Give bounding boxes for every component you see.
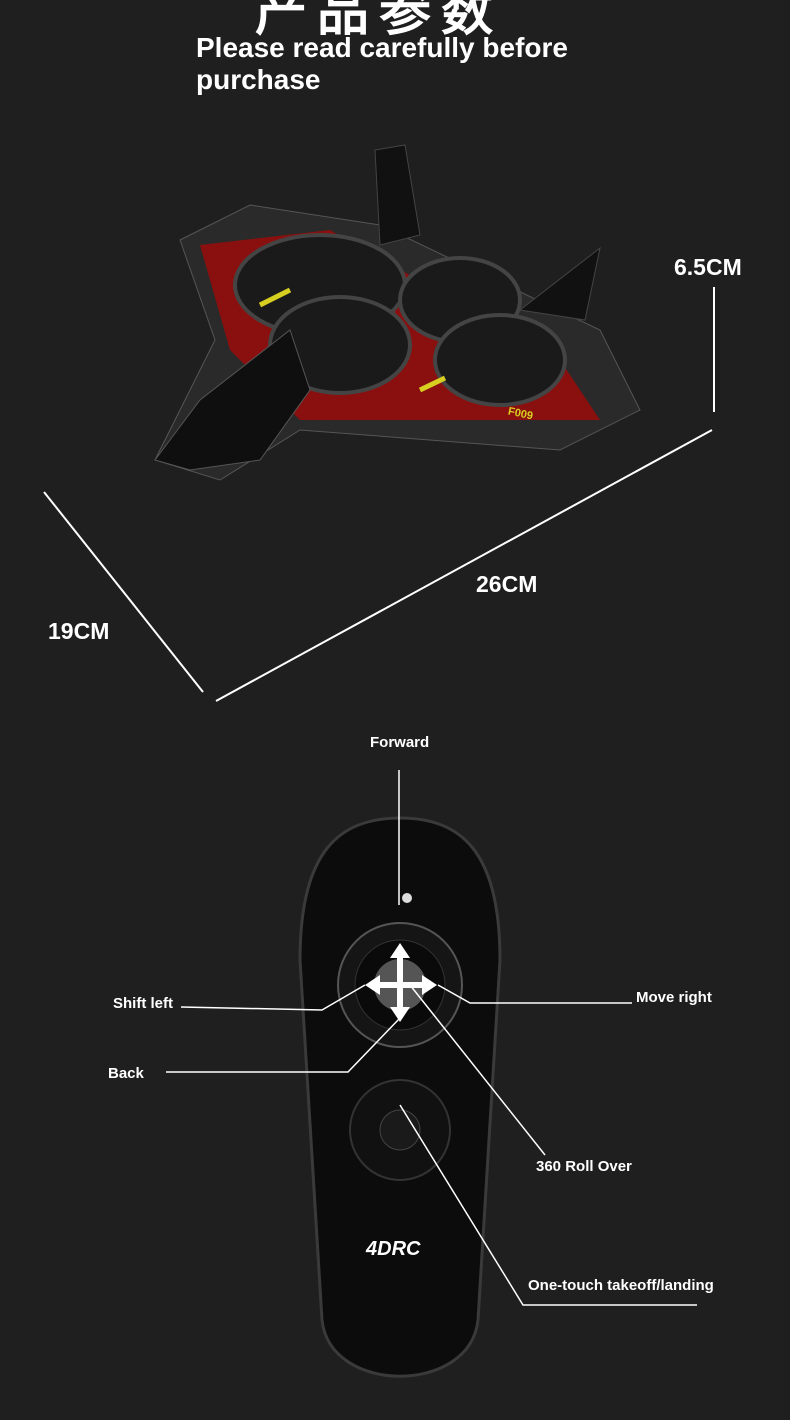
callout-lines [166,770,697,1306]
width-line [43,491,204,693]
brand-logo: 4DRC [366,1238,421,1260]
page-subtitle: Please read carefully before purchase [196,32,568,95]
label-takeoff-landing: One-touch takeoff/landing [528,1277,714,1294]
page-title-chinese: 产品参数 [255,0,504,43]
remote-controller-image [298,816,502,1378]
length-dimension: 26CM [476,571,538,597]
label-forward: Forward [370,734,430,751]
height-dimension: 6.5CM [674,254,742,280]
label-back: Back [108,1065,144,1082]
label-shift-left: Shift left [113,995,173,1012]
aircraft-image [154,144,641,481]
length-line [215,429,713,702]
dimension-lines [43,287,715,702]
label-360-roll: 360 Roll Over [536,1158,632,1175]
model-label: F009 [507,405,534,422]
width-dimension: 19CM [48,618,110,644]
direction-arrows-icon [365,943,437,1022]
label-move-right: Move right [636,989,712,1006]
